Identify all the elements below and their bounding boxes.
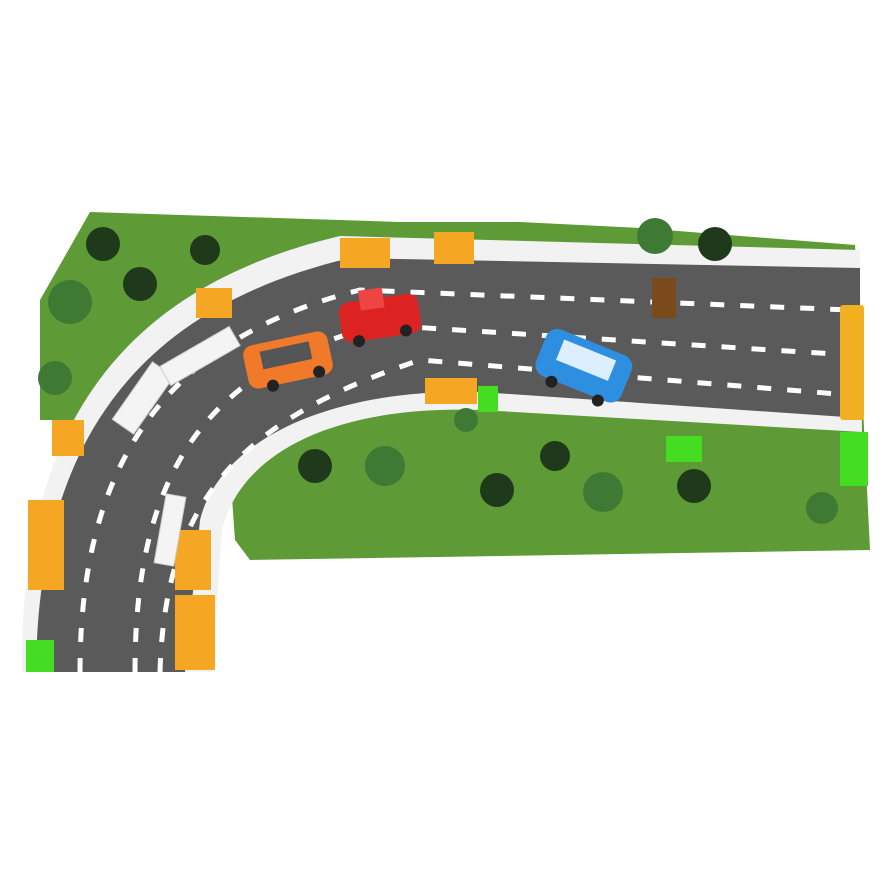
tree-icon <box>298 449 332 483</box>
tree-icon <box>480 473 514 507</box>
tree-icon <box>123 267 157 301</box>
tree-icon <box>677 469 711 503</box>
blue-car <box>535 328 633 407</box>
orange-car <box>243 331 333 392</box>
tree-icon <box>583 472 623 512</box>
barriers <box>26 232 868 672</box>
white-trucks <box>111 325 241 567</box>
tree-icon <box>454 408 478 432</box>
tree-icon <box>48 280 92 324</box>
tree-icon <box>38 361 72 395</box>
yellow-bus <box>840 305 864 420</box>
lane-markings <box>77 287 851 673</box>
tree-icon <box>637 218 673 254</box>
tree-icon <box>86 227 120 261</box>
trees <box>38 218 838 524</box>
tree-icon <box>190 235 220 265</box>
road-surface <box>36 258 860 672</box>
tree-icon <box>698 227 732 261</box>
red-car <box>338 287 422 348</box>
tree-icon <box>365 446 405 486</box>
tree-icon <box>540 441 570 471</box>
tree-icon <box>806 492 838 524</box>
vehicles <box>111 287 864 567</box>
